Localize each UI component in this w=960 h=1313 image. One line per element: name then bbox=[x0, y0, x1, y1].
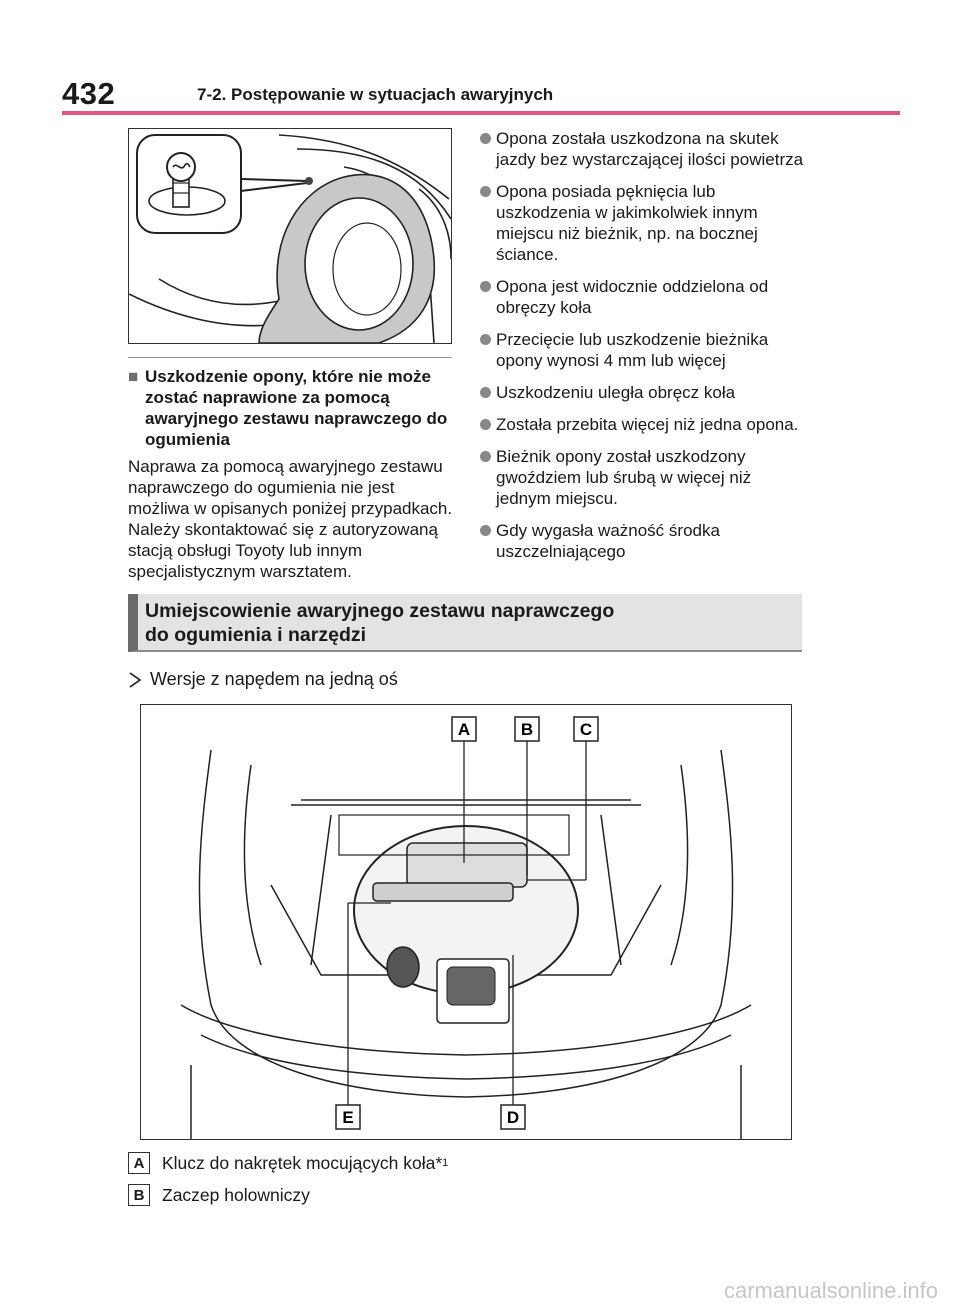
list-item: Opona posiada pęknięcia lub uszkodzenia … bbox=[480, 181, 810, 265]
header-rule bbox=[62, 111, 900, 115]
label-d: D bbox=[507, 1108, 519, 1127]
label-a: A bbox=[458, 720, 470, 739]
sub-heading-text: Uszkodzenie opony, które nie może zostać… bbox=[145, 367, 448, 449]
section-title: Umiejscowienie awaryjnego zestawu napraw… bbox=[145, 600, 615, 646]
list-item: Została przebita więcej niż jedna opona. bbox=[480, 414, 810, 435]
bullet-list: Opona została uszkodzona na skutek jazdy… bbox=[480, 128, 810, 573]
body-paragraph: Naprawa za pomocą awaryjnego zestawu nap… bbox=[128, 457, 453, 581]
legend-item-a: A Klucz do nakrętek mocujących koła*1 bbox=[128, 1152, 448, 1174]
sub-heading: ■ Uszkodzenie opony, które nie może zost… bbox=[128, 366, 453, 450]
bullet-dot-icon bbox=[480, 334, 491, 345]
legend-text: Klucz do nakrętek mocujących koła* bbox=[162, 1152, 443, 1173]
watermark: carmanualsonline.info bbox=[723, 1278, 938, 1303]
bullet-dot-icon bbox=[480, 525, 491, 536]
bullet-dot-icon bbox=[480, 387, 491, 398]
trunk-illustration: A B C E D bbox=[140, 704, 792, 1140]
legend-text: Zaczep holowniczy bbox=[162, 1184, 310, 1205]
square-bullet-icon: ■ bbox=[128, 367, 139, 386]
legend-letter-box: B bbox=[128, 1184, 150, 1206]
list-item: Bieżnik opony został uszkodzony gwoździe… bbox=[480, 446, 810, 509]
list-item: Opona została uszkodzona na skutek jazdy… bbox=[480, 128, 810, 170]
list-item: Gdy wygasła ważność środka uszczelniając… bbox=[480, 520, 810, 562]
section-heading-box bbox=[128, 594, 802, 652]
bullet-dot-icon bbox=[480, 281, 491, 292]
bullet-dot-icon bbox=[480, 186, 491, 197]
chevron-right-icon bbox=[129, 671, 142, 688]
section-header: 7-2. Postępowanie w sytuacjach awaryjnyc… bbox=[197, 85, 554, 104]
label-e: E bbox=[342, 1108, 353, 1127]
label-c: C bbox=[580, 720, 592, 739]
bullet-dot-icon bbox=[480, 419, 491, 430]
tire-illustration bbox=[128, 128, 452, 344]
legend-letter-box: A bbox=[128, 1152, 150, 1174]
variant-text: Wersje z napędem na jedną oś bbox=[150, 669, 398, 689]
page-number: 432 bbox=[62, 76, 116, 111]
legend-item-b: B Zaczep holowniczy bbox=[128, 1184, 310, 1206]
list-item: Opona jest widocznie oddzielona od obręc… bbox=[480, 276, 810, 318]
list-item: Uszkodzeniu uległa obręcz koła bbox=[480, 382, 810, 403]
legend-footnote-mark: 1 bbox=[442, 1157, 449, 1169]
label-b: B bbox=[521, 720, 533, 739]
variant-line: Wersje z napędem na jedną oś bbox=[128, 669, 398, 690]
bullet-dot-icon bbox=[480, 451, 491, 462]
list-item: Przecięcie lub uszkodzenie bieżnika opon… bbox=[480, 329, 810, 371]
bullet-dot-icon bbox=[480, 133, 491, 144]
column-divider bbox=[128, 357, 452, 358]
